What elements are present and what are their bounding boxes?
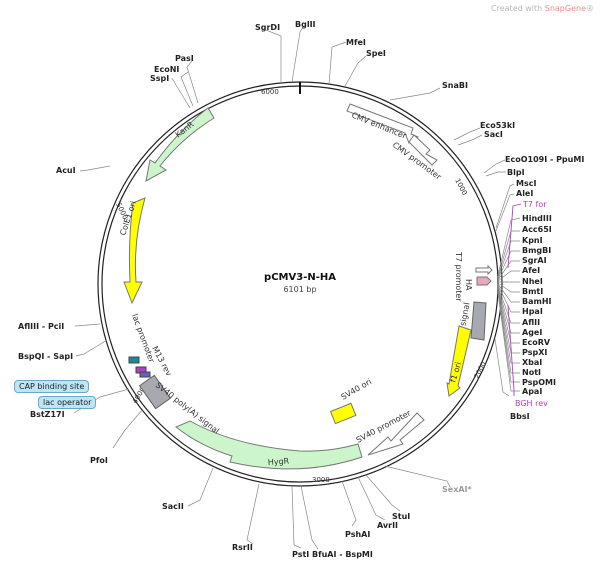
plasmid-name: pCMV3-N-HA — [264, 272, 336, 283]
polya-signal-box — [470, 301, 487, 341]
site-noti: NotI — [522, 368, 541, 377]
site-sspi: SspI — [150, 74, 169, 83]
primer-bgh-rev: BGH rev — [515, 399, 548, 408]
site-alei: AleI — [516, 189, 533, 198]
cap-binding-site-label: CAP binding site — [14, 380, 90, 393]
site-bglii: BglII — [295, 20, 316, 29]
lac-operator-label: lac operator — [38, 396, 97, 409]
sv40-ori-label: SV40 ori — [340, 377, 374, 402]
backbone-outer — [97, 81, 503, 487]
site-bfuai: BfuAI - BspMI — [312, 550, 373, 559]
hygr-label: HygR — [268, 456, 290, 467]
site-spei: SpeI — [366, 49, 386, 58]
cap-site-box — [128, 356, 140, 364]
site-bmti: BmtI — [522, 287, 543, 296]
site-bbsi: BbsI — [510, 412, 530, 421]
tick-3000: 3000 — [312, 476, 330, 484]
site-ecorv: EcoRV — [522, 338, 551, 347]
sv40-promoter-arrow — [367, 412, 425, 456]
site-snabi: SnaBI — [442, 81, 468, 90]
tick-2000: 2000 — [473, 360, 488, 379]
backbone-inner — [101, 85, 499, 483]
site-econi: EcoNI — [154, 65, 179, 74]
site-eco53ki: Eco53kI — [480, 121, 515, 130]
site-kpni: KpnI — [522, 236, 543, 245]
credit: Created with SnapGene® — [491, 4, 594, 13]
site-blpi: BlpI — [507, 168, 525, 177]
hygr-arrow — [175, 420, 363, 470]
site-stui: StuI — [392, 512, 410, 521]
site-mfei: MfeI — [346, 38, 366, 47]
site-bamhi: BamHI — [522, 297, 552, 306]
site-sgrai: SgrAI — [522, 256, 547, 265]
site-sexai: SexAI* — [442, 485, 473, 494]
site-nhei: NheI — [522, 277, 543, 286]
site-pshai: PshAI — [345, 530, 370, 539]
tick-6000: 6000 — [261, 88, 279, 96]
primer-t7-for: T7 for — [522, 200, 547, 209]
ha-label: HA — [464, 279, 473, 291]
site-hpai: HpaI — [522, 307, 543, 316]
site-psti: PstI — [292, 550, 309, 559]
m13-rev-box — [139, 371, 151, 378]
tick-1000: 1000 — [453, 177, 468, 196]
t7-promoter-arrow — [475, 264, 493, 276]
site-pfoi: PfoI — [90, 456, 108, 465]
cmv-promoter-arrow — [408, 134, 438, 166]
leader-lines — [73, 26, 510, 550]
site-avrii: AvrII — [377, 521, 398, 530]
site-acui: AcuI — [56, 166, 76, 175]
site-apai: ApaI — [522, 387, 542, 396]
primer-lines — [507, 203, 522, 396]
f1-ori-arrow — [446, 325, 472, 397]
site-eco0109i: EcoO109I - PpuMI — [505, 155, 584, 164]
site-saci: SacI — [484, 130, 503, 139]
sv40-ori-box — [329, 402, 357, 425]
site-afei: AfeI — [522, 266, 540, 275]
site-afliii: AflIII - PciI — [18, 322, 64, 331]
site-pasi: PasI — [175, 54, 194, 63]
mcs-leader-lines — [495, 183, 521, 392]
t7-promoter-label: T7 promoter — [454, 251, 463, 302]
site-hindiii: HindIII — [522, 214, 552, 223]
sv40-polya-box — [138, 374, 172, 410]
site-agei: AgeI — [522, 328, 542, 337]
site-aflii: AflII — [522, 318, 540, 327]
site-sacii: SacII — [162, 502, 184, 511]
site-pspomi: PspOMI — [522, 378, 556, 387]
plasmid-size: 6101 bp — [283, 285, 316, 294]
site-acc65i: Acc65I — [522, 225, 552, 234]
kanr-arrow — [145, 107, 215, 182]
cole1-ori-arrow — [123, 197, 146, 305]
site-bstz17i: BstZ17I — [30, 410, 65, 419]
site-rsrii: RsrII — [232, 543, 253, 552]
site-sgrdi: SgrDI — [255, 23, 280, 32]
site-msci: MscI — [516, 179, 536, 188]
site-bspqi: BspQI - SapI — [18, 352, 73, 361]
ha-tag — [476, 276, 492, 286]
site-bmgbi: BmgBI — [522, 246, 551, 255]
site-pspxi: PspXI — [522, 348, 547, 357]
site-xbai: XbaI — [522, 358, 542, 367]
